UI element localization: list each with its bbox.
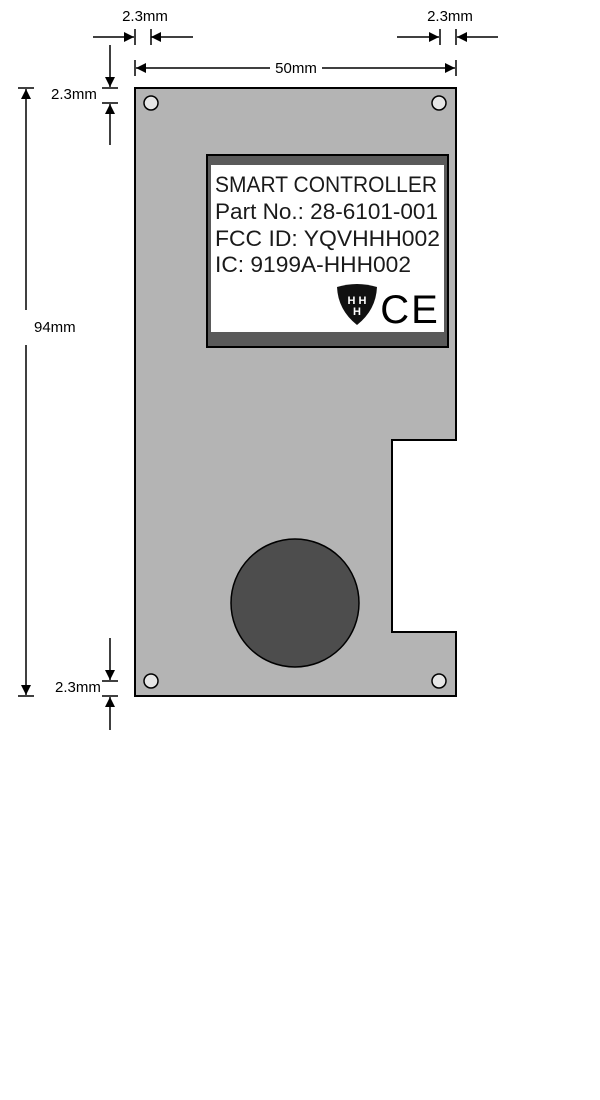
hhh-logo-icon: H H H <box>337 284 377 325</box>
mounting-hole <box>431 673 447 689</box>
dim-height: 94mm <box>34 319 76 336</box>
button <box>230 538 360 668</box>
label-line: IC: 9199A-HHH002 <box>215 252 411 277</box>
mounting-hole <box>143 95 159 111</box>
label-line: SMART CONTROLLER <box>215 172 437 197</box>
dim-top-margin: 2.3mm <box>51 86 97 103</box>
svg-text:H: H <box>353 306 361 318</box>
mounting-hole <box>431 95 447 111</box>
label-line: Part No.: 28-6101-001 <box>215 199 438 224</box>
label-line: FCC ID: YQVHHH002 <box>215 226 440 251</box>
dim-right-margin: 2.3mm <box>427 8 473 25</box>
dim-left-margin: 2.3mm <box>122 8 168 25</box>
dim-width: 50mm <box>275 60 317 77</box>
ce-mark-icon: CE <box>380 288 440 332</box>
product-label: SMART CONTROLLER Part No.: 28-6101-001 F… <box>206 154 449 348</box>
mounting-hole <box>143 673 159 689</box>
dim-bottom-margin: 2.3mm <box>55 679 101 696</box>
svg-text:H H: H H <box>348 295 367 307</box>
